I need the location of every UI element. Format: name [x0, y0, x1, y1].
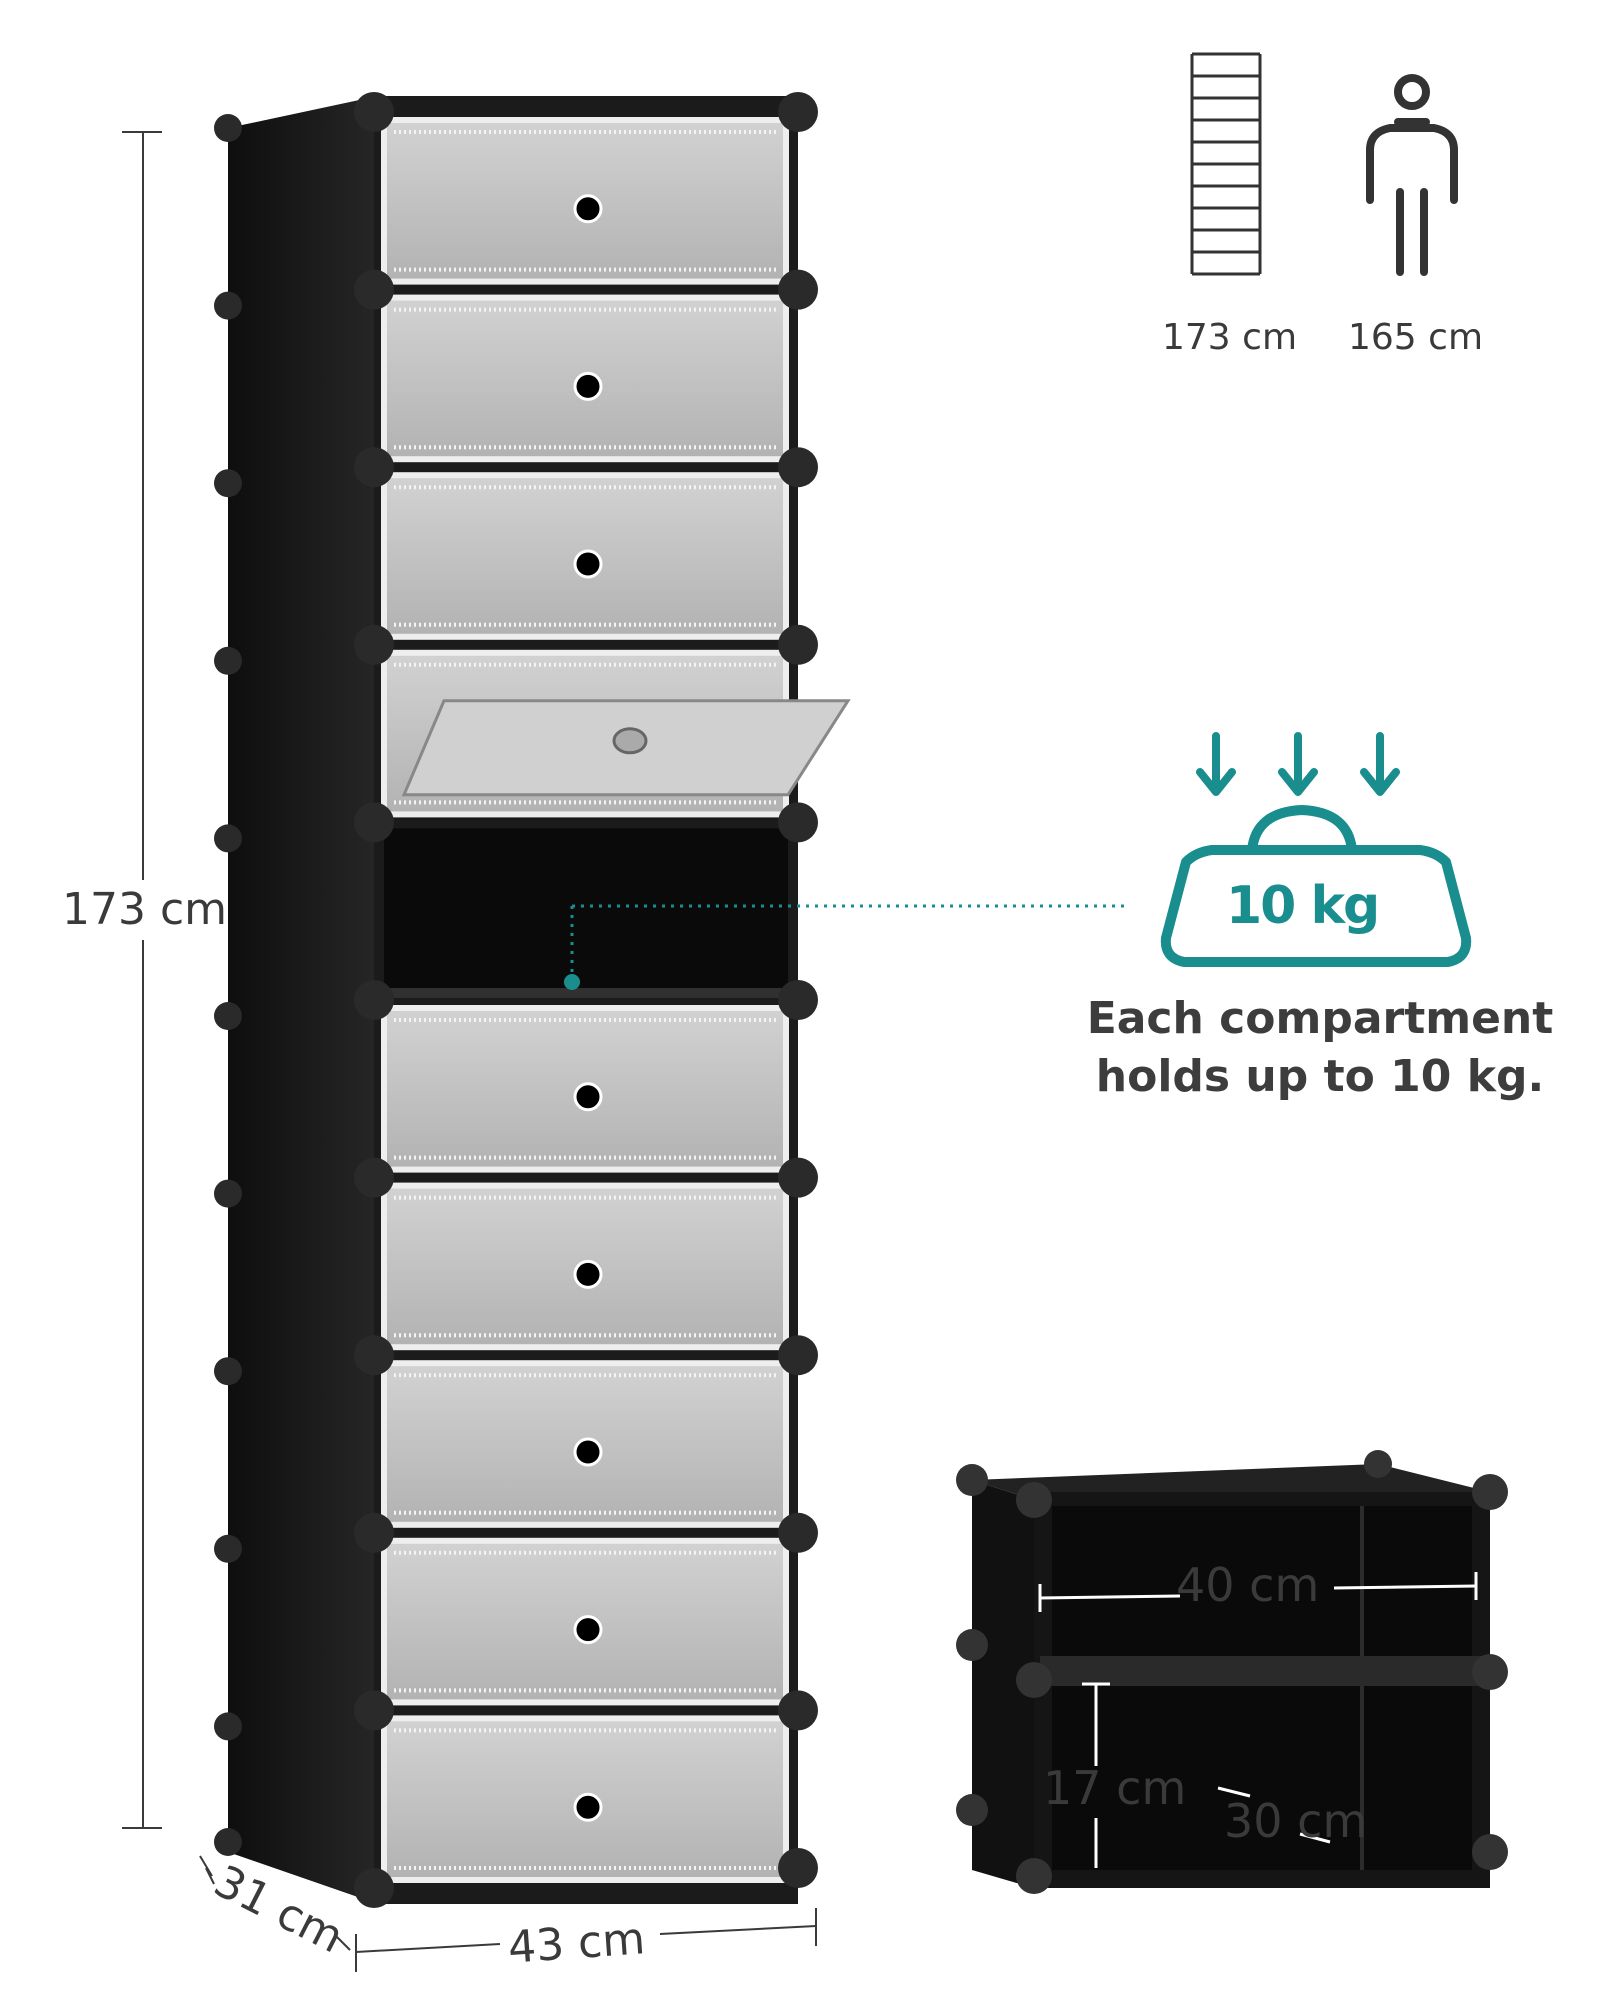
shelf-width-label: 40 cm: [1176, 1558, 1320, 1612]
connector-knob: [354, 1512, 394, 1553]
connector-knob: [778, 624, 818, 665]
compartment-shelf: [384, 988, 788, 998]
connector-knob: [214, 1357, 242, 1386]
shelf-depth-label: 30 cm: [1224, 1794, 1368, 1848]
door-handle-hole: [612, 727, 648, 755]
capacity-caption-line-2: holds up to 10 kg.: [1095, 1051, 1545, 1102]
connector-knob: [354, 1690, 394, 1731]
connector-knob: [214, 1002, 242, 1030]
door-handle-hole: [573, 1615, 603, 1645]
connector-knob: [778, 447, 818, 488]
door-handle-hole: [573, 194, 603, 224]
down-arrow-icon: [1196, 732, 1400, 796]
connector-knob: [354, 447, 394, 488]
connector-knob: [778, 1848, 818, 1888]
connector-knob: [214, 1712, 242, 1741]
connector-knob: [214, 114, 242, 142]
connector-knob: [354, 624, 394, 665]
door-handle-hole: [573, 1437, 603, 1467]
ladder-icon: [1190, 52, 1262, 276]
capacity-caption-line-1: Each compartment: [1086, 993, 1554, 1044]
door-handle-hole: [573, 549, 603, 579]
connector-knob: [354, 1868, 394, 1908]
height-label: 173 cm: [62, 884, 228, 935]
connector-knob: [778, 802, 818, 843]
connector-knob: [778, 1157, 818, 1198]
door-handle-hole: [573, 1082, 603, 1112]
capacity-caption: Each compartment holds up to 10 kg.: [1050, 990, 1590, 1106]
cabinet-rows: [214, 92, 851, 1908]
connector-knob: [214, 646, 242, 675]
width-dimension-line: [355, 1908, 817, 1972]
connector-knob: [354, 1157, 394, 1198]
connector-knob: [778, 1690, 818, 1731]
door-handle-hole: [573, 1259, 603, 1289]
connector-knob: [214, 1828, 242, 1856]
ladder-height-label: 173 cm: [1162, 317, 1298, 358]
door-handle-hole: [573, 371, 603, 401]
weight-icon: [1160, 805, 1472, 967]
capacity-callout-line: [564, 904, 1130, 990]
connector-knob: [214, 824, 242, 853]
connector-knob: [778, 1335, 818, 1376]
depth-dimension-line: [199, 1855, 351, 1951]
connector-knob: [214, 1179, 242, 1208]
door-handle-hole: [573, 1792, 603, 1822]
person-height-label: 165 cm: [1348, 317, 1484, 358]
connector-knob: [354, 1335, 394, 1376]
shelf-unit: [956, 1450, 1508, 1894]
connector-knob: [214, 1534, 242, 1563]
connector-knob: [354, 92, 394, 132]
width-label: 43 cm: [506, 1913, 647, 1974]
cabinet-side: [228, 96, 378, 1904]
weight-value: 10 kg: [1226, 876, 1380, 936]
connector-knob: [214, 469, 242, 498]
connector-knob: [354, 802, 394, 843]
open-compartment: [384, 828, 788, 994]
height-dimension-line: [122, 131, 162, 1829]
person-icon: [1366, 74, 1458, 276]
connector-knob: [778, 1512, 818, 1553]
connector-knob: [778, 980, 818, 1020]
connector-knob: [214, 291, 242, 320]
shelf-height-label: 17 cm: [1043, 1761, 1187, 1815]
connector-knob: [778, 92, 818, 132]
connector-knob: [778, 269, 818, 310]
connector-knob: [354, 980, 394, 1020]
connector-knob: [354, 269, 394, 310]
